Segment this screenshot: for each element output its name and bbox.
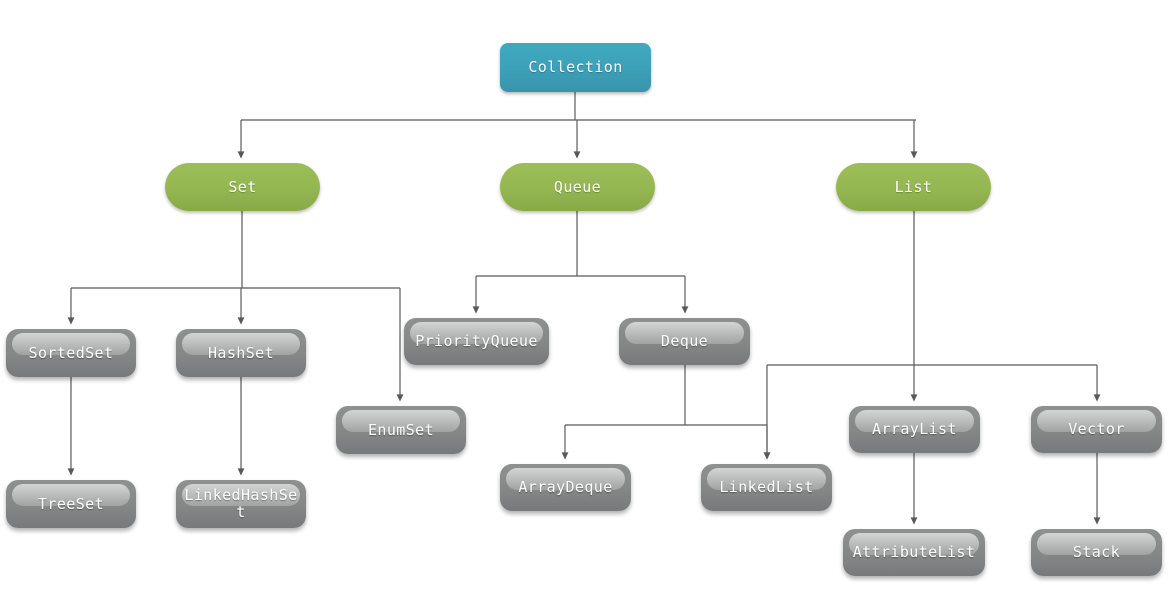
node-enumset[interactable]: EnumSet [336,406,466,454]
node-label-attributelist: AttributeList [852,543,976,561]
node-treeset[interactable]: TreeSet [6,480,136,528]
node-deque[interactable]: Deque [619,318,750,365]
node-stack[interactable]: Stack [1031,529,1162,576]
node-label-hashset: HashSet [207,343,274,362]
node-label-stack: Stack [1072,543,1121,561]
node-set[interactable]: Set [165,163,320,211]
node-attributelist[interactable]: AttributeList [843,529,985,576]
node-label-arraydeque: ArrayDeque [518,478,613,496]
node-linkedhashset[interactable]: LinkedHashSet [176,480,306,528]
node-label-linkedlist: LinkedList [719,478,814,496]
node-vector[interactable]: Vector [1031,406,1162,453]
node-label-deque: Deque [660,332,709,350]
node-label-linkedhashset: LinkedHashSet [184,486,298,521]
node-label-set: Set [228,177,257,196]
node-label-queue: Queue [553,177,602,196]
node-sortedset[interactable]: SortedSet [6,329,136,377]
node-list[interactable]: List [836,163,991,211]
node-label-vector: Vector [1068,420,1125,438]
node-label-list: List [894,177,933,196]
node-priorityqueue[interactable]: PriorityQueue [404,318,549,365]
node-label-enumset: EnumSet [367,420,434,439]
node-arraylist[interactable]: ArrayList [849,406,980,453]
node-label-sortedset: SortedSet [28,343,114,362]
node-label-priorityqueue: PriorityQueue [415,332,538,350]
node-collection[interactable]: Collection [500,43,651,92]
node-queue[interactable]: Queue [500,163,655,211]
node-label-treeset: TreeSet [37,494,104,513]
node-label-collection: Collection [528,58,623,76]
node-hashset[interactable]: HashSet [176,329,306,377]
node-label-arraylist: ArrayList [872,420,957,438]
node-linkedlist[interactable]: LinkedList [701,464,832,511]
node-arraydeque[interactable]: ArrayDeque [500,464,631,511]
